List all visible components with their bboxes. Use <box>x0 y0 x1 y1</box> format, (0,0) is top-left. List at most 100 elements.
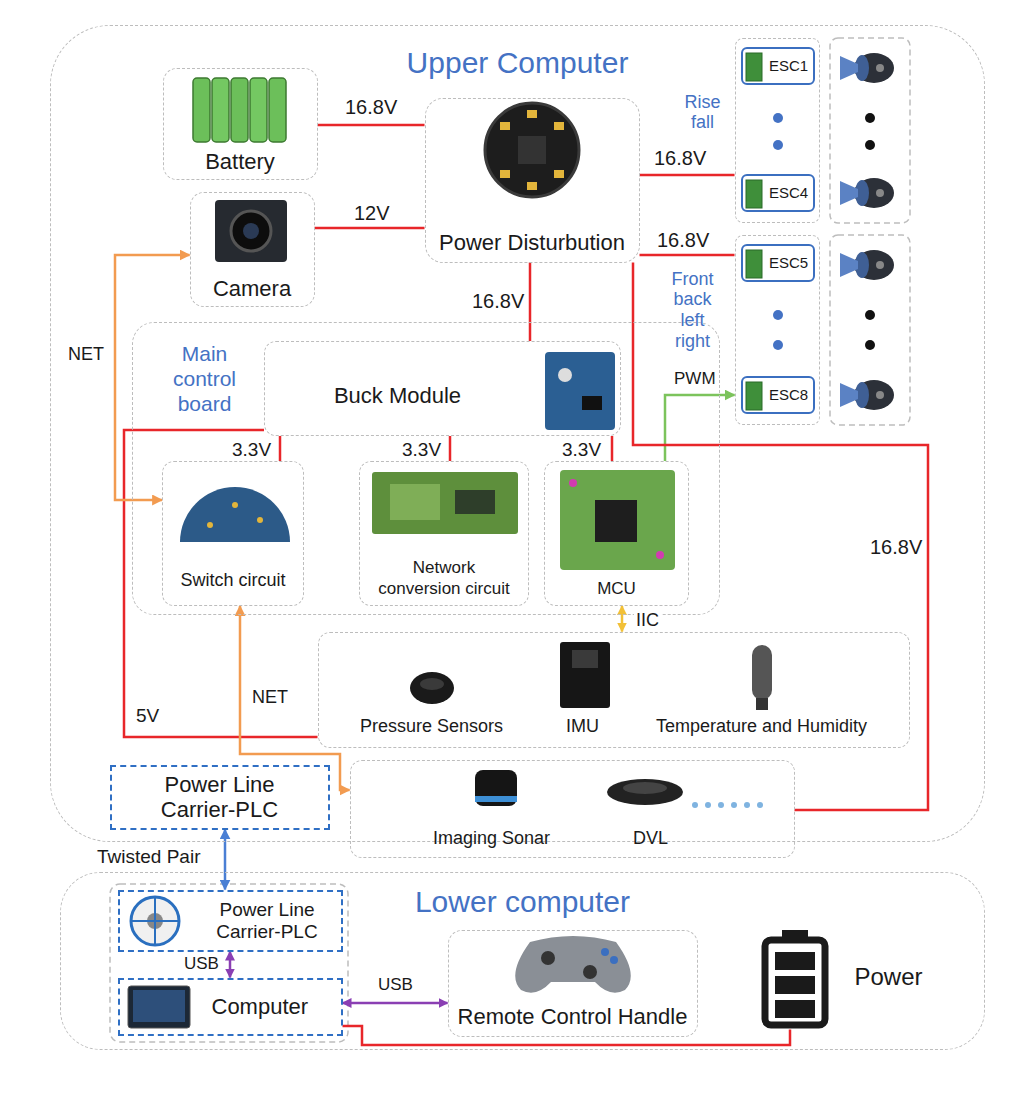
connector <box>124 430 318 737</box>
edge-label-anchor: 3.3V <box>560 440 603 461</box>
power-distribution-board <box>518 136 546 164</box>
connector <box>633 263 928 811</box>
esc-ellipsis-dot <box>773 113 783 123</box>
thruster-motor <box>854 53 894 83</box>
power-distribution-board <box>500 122 510 130</box>
connector-label: 16.8V <box>470 290 526 312</box>
tether-reel <box>131 897 179 945</box>
connector <box>640 254 735 257</box>
motor-group-outline <box>830 235 910 425</box>
mcu-board <box>560 470 675 570</box>
connector <box>611 436 614 461</box>
edge-label-anchor: IIC <box>634 611 661 631</box>
plc-box: Power Line Carrier-PLC <box>110 765 330 830</box>
battery-cells <box>193 78 286 142</box>
power-distribution-board <box>485 103 579 197</box>
edge-label-anchor: 16.8V <box>343 96 399 118</box>
tether-reel <box>154 897 156 945</box>
edge-label-anchor: 16.8V <box>470 290 526 312</box>
esc-group: Front back left rightESC5ESC8 <box>735 235 820 425</box>
switch-circuit-board <box>232 502 238 508</box>
edge-label-anchor: 5V <box>134 706 161 727</box>
group-heading: Rise fall <box>678 92 728 133</box>
upper-computer-region: Upper ComputerBatteryCameraPower Disturb… <box>50 25 985 842</box>
node-label: ESC4 <box>769 184 808 201</box>
imu-board <box>560 642 610 708</box>
thruster-motor <box>854 380 894 410</box>
thruster-motor <box>840 383 858 407</box>
dvl-beam-dots <box>692 802 698 808</box>
node-label: ESC8 <box>769 386 808 403</box>
edge-label-anchor: 16.8V <box>652 147 708 169</box>
connector <box>240 606 350 790</box>
esc-board <box>746 180 762 208</box>
computer-box: Computer <box>118 978 343 1036</box>
motor-ellipsis-dot <box>865 340 875 350</box>
battery-cells <box>212 78 229 142</box>
node-label: Switch circuit <box>180 570 285 591</box>
connector-label: 3.3V <box>560 440 603 461</box>
connector <box>621 606 624 632</box>
remote-handle-box: Remote Control Handle <box>448 930 698 1037</box>
dvl-sensor <box>623 782 667 794</box>
camera-box: Camera <box>190 192 315 307</box>
motor-ellipsis-dot <box>865 310 875 320</box>
node-label: Camera <box>213 276 291 301</box>
thruster-motor <box>840 380 894 410</box>
thruster-motor <box>840 250 894 280</box>
temperature-humidity-sensor <box>752 645 772 700</box>
game-controller <box>610 956 618 964</box>
node-label: Power Disturbution <box>439 230 625 255</box>
camera-module <box>243 223 259 239</box>
connector-label: PWM <box>672 370 718 389</box>
camera-module <box>215 200 287 262</box>
esc-board <box>746 250 762 278</box>
esc-ellipsis-dot <box>773 340 783 350</box>
thruster-motor <box>840 253 858 277</box>
switch-circuit-board <box>257 517 263 523</box>
connector <box>640 174 735 177</box>
node-label: Buck Module <box>334 383 461 408</box>
temperature-humidity-sensor <box>756 698 768 710</box>
node-label: ESC5 <box>769 254 808 271</box>
thruster-motor <box>854 250 894 280</box>
thruster-motor <box>876 189 884 197</box>
region-heading: Main control board <box>161 341 249 417</box>
edge-label-anchor: NET <box>66 345 106 365</box>
node-label: Pressure Sensors <box>352 716 512 737</box>
power-battery-icon <box>775 1000 815 1018</box>
edge-label-anchor: USB <box>182 955 221 974</box>
power-distribution-box: Power Disturbution <box>425 98 640 263</box>
esc-box: ESC8 <box>741 376 815 414</box>
dvl-beam-dots <box>744 802 750 808</box>
connector <box>449 436 452 461</box>
node-label: Remote Control Handle <box>458 1004 688 1029</box>
edge-label-anchor: NET <box>250 688 290 708</box>
main-control-board-region: Main control boardBuck ModuleSwitch circ… <box>132 322 720 615</box>
game-controller <box>541 951 555 965</box>
power-distribution-board <box>527 110 537 118</box>
edge-label-anchor: 16.8V <box>868 536 924 558</box>
mcu-box: MCU <box>544 461 689 606</box>
edge-label-anchor: USB <box>376 976 415 995</box>
power-distribution-board <box>527 182 537 190</box>
edge-label-anchor: 16.8V <box>655 229 711 251</box>
battery-box: Battery <box>163 68 318 180</box>
power-source: Power <box>750 925 950 1030</box>
game-controller <box>583 965 597 979</box>
game-controller <box>601 948 609 956</box>
esc-board <box>746 53 762 410</box>
dvl-sensor <box>607 779 683 805</box>
dvl-beam-dots <box>757 802 763 808</box>
thruster-motor <box>876 391 884 399</box>
node-label: Imaging Sonar <box>422 828 562 849</box>
thruster-motor <box>840 53 894 83</box>
thruster-motor <box>876 261 884 269</box>
buck-module-board <box>545 352 615 430</box>
battery-cells <box>231 78 248 142</box>
connector <box>315 227 425 230</box>
